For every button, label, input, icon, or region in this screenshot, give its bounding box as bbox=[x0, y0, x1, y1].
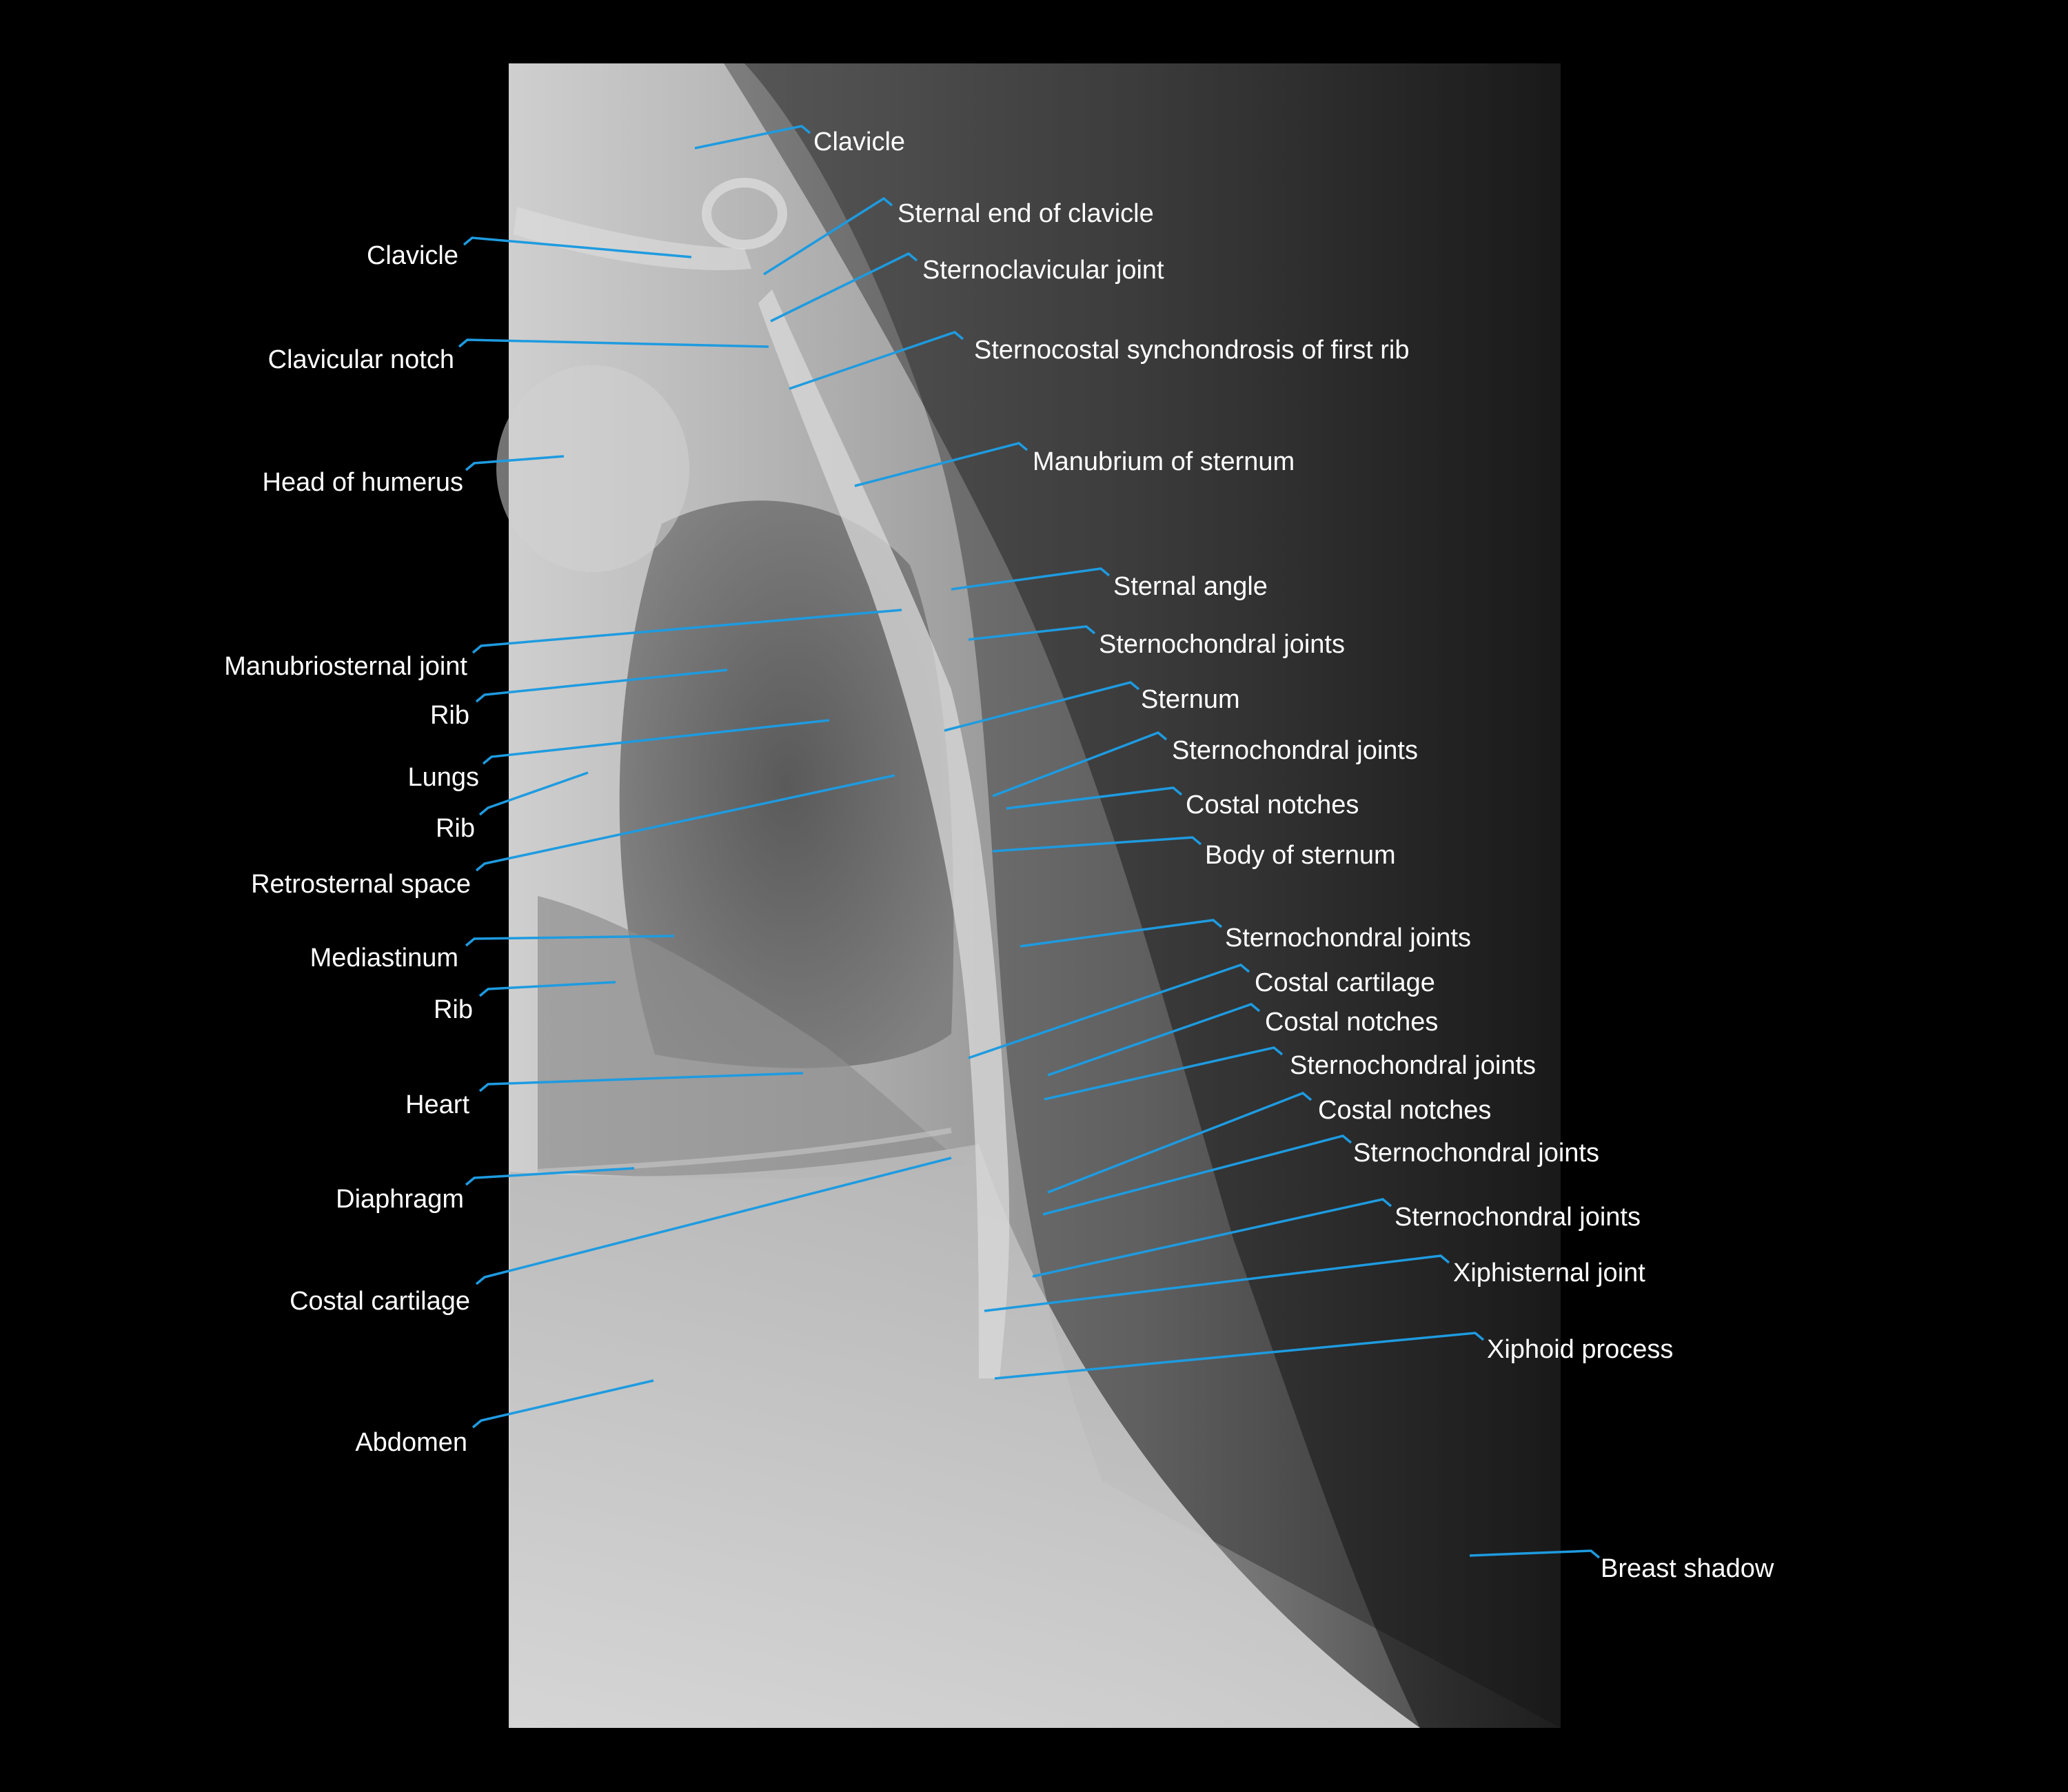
leader-rib-3 bbox=[478, 981, 616, 997]
label-mediastinum: Mediastinum bbox=[310, 944, 458, 973]
labels-left: Clavicle Clavicular notch Head of humeru… bbox=[224, 241, 479, 1457]
label-heart: Heart bbox=[405, 1090, 469, 1119]
label-rib-2: Rib bbox=[436, 814, 475, 843]
humerus-head bbox=[496, 365, 689, 572]
leader-retrosternal-space bbox=[475, 774, 895, 872]
label-breast-shadow: Breast shadow bbox=[1601, 1554, 1774, 1583]
label-rib-1: Rib bbox=[430, 701, 469, 730]
leader-sternal-end-of-clavicle bbox=[763, 196, 893, 276]
lung-field bbox=[619, 500, 954, 1068]
leader-head-of-humerus bbox=[465, 455, 565, 471]
sternum-bone bbox=[758, 289, 1010, 1378]
label-abdomen: Abdomen bbox=[355, 1428, 467, 1457]
leader-costal-cartilage-left bbox=[475, 1157, 952, 1285]
label-costal-notches-3: Costal notches bbox=[1318, 1096, 1491, 1125]
leader-clavicle-left bbox=[463, 236, 692, 258]
label-sternochondral-joints-2: Sternochondral joints bbox=[1172, 736, 1418, 765]
label-sternochondral-joints-4: Sternochondral joints bbox=[1290, 1051, 1536, 1080]
label-rib-3: Rib bbox=[434, 995, 473, 1024]
label-retrosternal-space: Retrosternal space bbox=[251, 870, 471, 899]
leader-rib-1 bbox=[475, 669, 728, 703]
leader-costal-notches-1 bbox=[1006, 786, 1183, 810]
leader-sternochondral-5 bbox=[1042, 1134, 1352, 1216]
leader-clavicular-notch bbox=[458, 338, 769, 348]
leader-body-of-sternum bbox=[992, 836, 1202, 853]
labels-right: Clavicle Sternal end of clavicle Sternoc… bbox=[813, 128, 1774, 1583]
label-sternoclavicular-joint: Sternoclavicular joint bbox=[922, 256, 1164, 285]
label-clavicle-right: Clavicle bbox=[813, 128, 905, 156]
leader-costal-cartilage-right bbox=[968, 964, 1250, 1059]
label-clavicle-left: Clavicle bbox=[367, 241, 458, 270]
label-costal-cartilage-left: Costal cartilage bbox=[290, 1287, 470, 1316]
leader-sternochondral-2 bbox=[992, 731, 1168, 797]
leader-costal-notches-2 bbox=[1047, 1003, 1261, 1077]
label-costal-cartilage-right: Costal cartilage bbox=[1255, 968, 1435, 997]
label-costal-notches-2: Costal notches bbox=[1265, 1008, 1438, 1037]
leader-sternochondral-1 bbox=[968, 625, 1096, 641]
leader-manubriosternal-joint bbox=[472, 609, 902, 654]
clavicle-ring bbox=[702, 178, 787, 250]
label-sternochondral-joints-5: Sternochondral joints bbox=[1353, 1139, 1599, 1168]
label-sternal-end-of-clavicle: Sternal end of clavicle bbox=[898, 199, 1154, 228]
leader-xiphisternal-joint bbox=[984, 1254, 1450, 1312]
label-sternal-angle: Sternal angle bbox=[1113, 572, 1268, 601]
leader-sternochondral-6 bbox=[1032, 1198, 1392, 1278]
label-sternochondral-joints-1: Sternochondral joints bbox=[1099, 630, 1345, 659]
label-head-of-humerus: Head of humerus bbox=[263, 468, 464, 497]
heart-shadow bbox=[538, 896, 965, 1179]
leader-clavicle-right bbox=[694, 125, 811, 150]
clavicle-bone bbox=[514, 207, 751, 270]
leader-sternocostal-synchondrosis bbox=[789, 331, 964, 390]
leader-heart bbox=[478, 1072, 804, 1092]
leader-rib-2 bbox=[478, 771, 589, 816]
label-sternochondral-joints-6: Sternochondral joints bbox=[1395, 1203, 1641, 1232]
leader-lines bbox=[458, 125, 1601, 1559]
leader-abdomen bbox=[472, 1379, 654, 1429]
label-sternocostal-synchondrosis: Sternocostal synchondrosis of first rib bbox=[974, 336, 1410, 365]
label-body-of-sternum: Body of sternum bbox=[1205, 841, 1396, 870]
abdomen-region bbox=[510, 1144, 1420, 1728]
leader-costal-notches-3 bbox=[1047, 1091, 1312, 1194]
leader-mediastinum bbox=[465, 935, 675, 947]
leader-sternal-angle bbox=[951, 567, 1111, 591]
leader-sternum bbox=[944, 681, 1140, 732]
label-xiphoid-process: Xiphoid process bbox=[1487, 1335, 1673, 1364]
label-lungs: Lungs bbox=[407, 763, 479, 792]
leader-sternochondral-3 bbox=[1020, 919, 1223, 948]
diaphragm-line bbox=[537, 1128, 952, 1174]
leader-xiphoid-process bbox=[994, 1332, 1485, 1380]
xray-image bbox=[496, 63, 1561, 1728]
label-manubriosternal-joint: Manubriosternal joint bbox=[224, 652, 467, 681]
label-diaphragm: Diaphragm bbox=[336, 1185, 464, 1214]
label-sternum: Sternum bbox=[1141, 685, 1240, 714]
leader-diaphragm bbox=[465, 1167, 635, 1186]
label-costal-notches-1: Costal notches bbox=[1186, 791, 1359, 819]
label-sternochondral-joints-3: Sternochondral joints bbox=[1225, 924, 1471, 953]
leader-manubrium bbox=[854, 442, 1028, 487]
label-xiphisternal-joint: Xiphisternal joint bbox=[1453, 1259, 1645, 1287]
soft-tissue-shadow bbox=[724, 63, 1561, 1728]
leader-sternoclavicular-joint bbox=[770, 252, 918, 323]
leader-sternochondral-4 bbox=[1044, 1046, 1284, 1101]
label-manubrium-of-sternum: Manubrium of sternum bbox=[1033, 447, 1295, 476]
leader-breast-shadow bbox=[1469, 1549, 1601, 1559]
breast-shadow-region bbox=[744, 63, 1561, 1728]
label-clavicular-notch: Clavicular notch bbox=[268, 345, 454, 374]
leader-lungs bbox=[482, 719, 830, 765]
